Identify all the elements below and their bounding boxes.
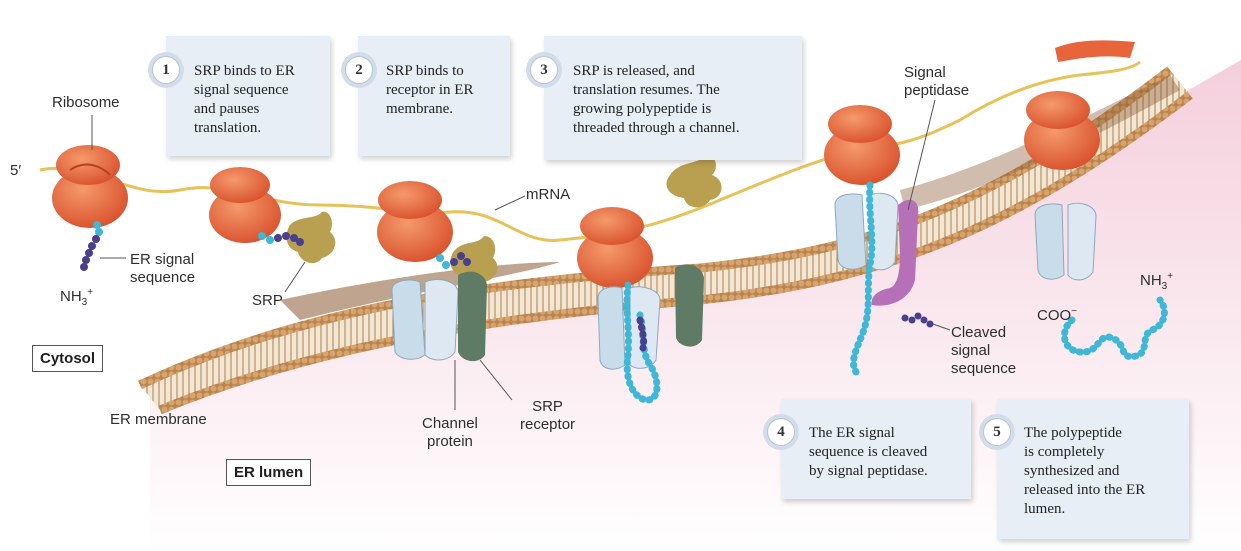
leader-lines [91,99,951,410]
channel-protein-6 [1034,202,1097,281]
step-3-box [544,36,802,160]
cleaved-signal-sequence-label: Cleaved signal sequence [951,324,1017,377]
mrna-label: mRNA [526,186,571,203]
cleaved-signal-chain [901,312,934,328]
released-polypeptide [1061,296,1168,361]
er-signal-sequence-label: ER signal sequence [130,251,196,286]
signal-peptidase-label: Signal peptidase [904,64,970,99]
step-1-number: 1 [152,56,180,84]
srp-receptor-4 [675,264,704,347]
five-prime-label: 5′ [10,162,22,179]
ribosome-6 [1024,91,1100,170]
er-membrane-label: ER membrane [110,411,207,428]
ribosome-1 [52,145,128,228]
step-5-text: The polypeptide is completely synthesize… [1024,425,1146,517]
channel-protein-label: Channel protein [422,415,478,450]
srp-released [666,154,722,208]
step-2-text: SRP binds to receptor in ER membrane. [386,63,474,117]
signal-chain-3 [436,252,471,269]
step-2-number: 2 [345,56,373,84]
step-4-box [781,399,971,499]
nh3-left-label: NH3+ [60,287,94,308]
ribosome-5 [824,105,900,185]
signal-peptidase-shape [871,199,919,306]
ribosome-4 [577,207,653,288]
srp-receptor-label: SRP receptor [520,398,576,433]
ribosome-3 [377,181,453,262]
step-3-text: SRP is released, and translation resumes… [573,63,740,136]
step-2-box [358,36,510,156]
signal-chain-2 [258,232,304,246]
channel-protein-3 [391,279,459,361]
ribosome-label: Ribosome [52,94,120,111]
cytosol-label: Cytosol [32,345,104,372]
er-lumen-label: ER lumen [226,459,312,486]
step-5-box [997,399,1189,539]
step-1-text: SRP binds to ER signal sequence and paus… [194,63,295,136]
step-5-number: 5 [983,418,1011,446]
step-1-box [166,36,330,156]
srp-particle-2 [286,211,336,264]
srp-label: SRP [252,292,283,309]
step-4-number: 4 [767,418,795,446]
signal-chain-1 [80,221,103,271]
nh3-right-label: NH3+ [1140,271,1174,292]
released-polypeptide-fragment [1055,40,1135,62]
polypeptide-5 [850,181,876,376]
channel-protein-5 [834,192,899,271]
srp-receptor-3 [458,271,487,362]
step-3-number: 3 [530,56,558,84]
polypeptide-4 [623,281,661,404]
coo-label: COO− [1037,306,1078,324]
step-4-text: The ER signal sequence is cleaved by sig… [809,425,928,479]
ribosome-2 [209,167,281,243]
